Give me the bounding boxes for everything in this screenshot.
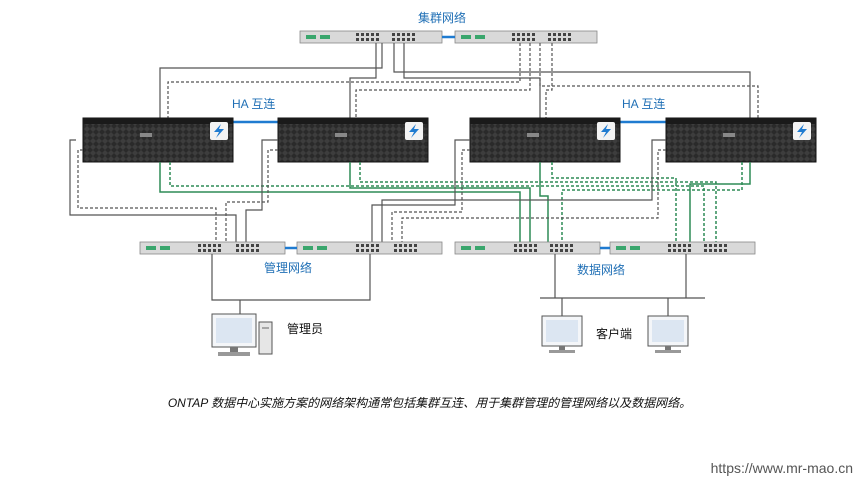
cluster-network-label: 集群网络 bbox=[418, 11, 467, 25]
monitor-icon bbox=[647, 315, 689, 353]
mgmt-cabling-redundant bbox=[77, 149, 666, 242]
storage-node-1 bbox=[82, 117, 234, 163]
watermark-url: https://www.mr-mao.cn bbox=[710, 460, 853, 476]
storage-node-3 bbox=[469, 117, 621, 163]
ha-interconnect-label-right: HA 互连 bbox=[622, 97, 666, 111]
ha-interconnect-label-left: HA 互连 bbox=[232, 97, 276, 111]
data-cabling bbox=[159, 162, 751, 242]
data-switch-left bbox=[454, 241, 601, 255]
data-network-label: 数据网络 bbox=[577, 263, 626, 277]
clients-label: 客户端 bbox=[596, 327, 633, 341]
monitor-icon bbox=[541, 315, 583, 353]
data-cabling-redundant bbox=[169, 162, 743, 242]
cluster-cabling bbox=[159, 43, 751, 118]
mgmt-switch-left bbox=[139, 241, 286, 255]
admin-uplink bbox=[211, 254, 371, 314]
client-network bbox=[540, 254, 705, 316]
mgmt-cabling bbox=[69, 139, 666, 242]
figure-caption: ONTAP 数据中心实施方案的网络架构通常包括集群互连、用于集群管理的管理网络以… bbox=[167, 396, 692, 410]
workstation-icon bbox=[211, 313, 273, 356]
mgmt-switch-right bbox=[296, 241, 443, 255]
management-network-label: 管理网络 bbox=[264, 261, 313, 275]
storage-node-4 bbox=[665, 117, 817, 163]
cluster-cabling-redundant bbox=[167, 43, 759, 118]
cluster-switch-left bbox=[299, 30, 443, 44]
storage-node-2 bbox=[277, 117, 429, 163]
cluster-switch-right bbox=[454, 30, 598, 44]
admin-label: 管理员 bbox=[287, 322, 324, 336]
data-switch-right bbox=[609, 241, 756, 255]
